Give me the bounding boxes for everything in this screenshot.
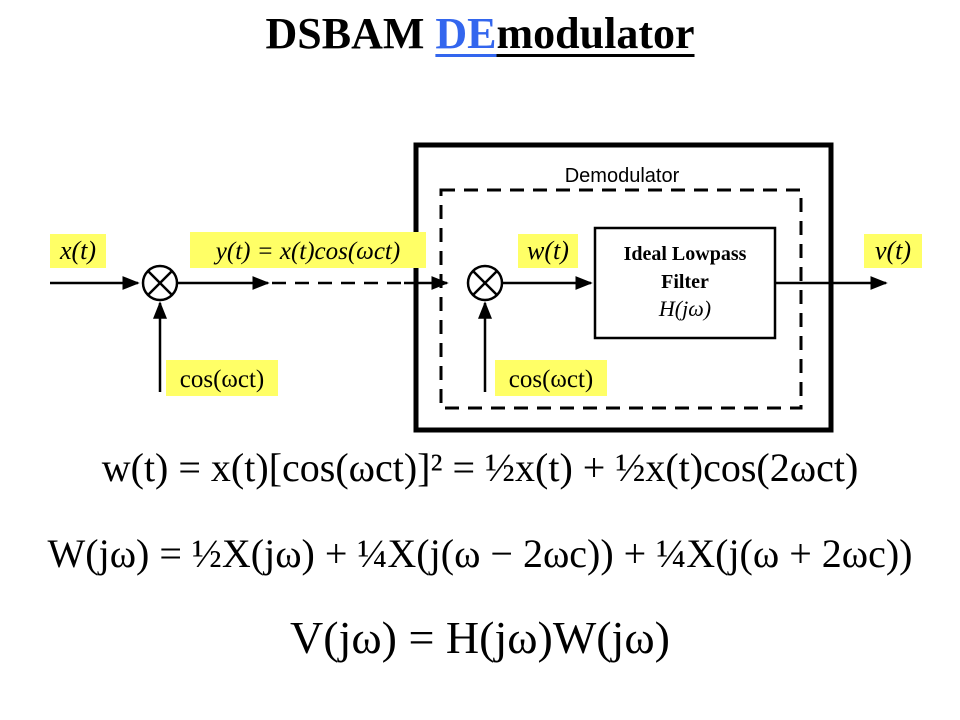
- svg-text:x(t): x(t): [59, 236, 96, 265]
- title-text: DSBAM: [265, 9, 436, 58]
- multiplier-icon: [466, 264, 504, 302]
- demodulator-label: Demodulator: [565, 165, 680, 187]
- label-output-signal: v(t): [864, 234, 922, 268]
- label-input-signal: x(t): [50, 234, 106, 268]
- filter-label-line2: Filter: [661, 271, 709, 293]
- multiplier-icon: [141, 264, 179, 302]
- filter-label-line1: Ideal Lowpass: [624, 243, 747, 265]
- equation-w: w(t) = x(t)[cos(ωct)]² = ½x(t) + ½x(t)co…: [101, 445, 859, 490]
- lowpass-filter-block: [593, 226, 777, 340]
- slide-title: DSBAM DEmodulator: [0, 6, 960, 62]
- svg-text:cos(ωct): cos(ωct): [180, 366, 264, 393]
- filter-label-line3: H(jω): [658, 296, 711, 321]
- svg-text:cos(ωct): cos(ωct): [509, 366, 593, 393]
- equation-V: V(jω) = H(jω)W(jω): [290, 612, 670, 663]
- title-modulator: modulator: [496, 9, 695, 58]
- label-mixer2-output: w(t): [518, 234, 578, 268]
- title-de-highlight: DE: [435, 9, 497, 58]
- equation-W: W(jω) = ½X(jω) + ¼X(j(ω − 2ωc)) + ¼X(j(ω…: [47, 531, 913, 576]
- svg-text:w(t): w(t): [527, 236, 569, 265]
- demodulator-dashed-box: [439, 188, 803, 410]
- svg-text:v(t): v(t): [875, 236, 911, 265]
- label-carrier1: cos(ωct): [166, 360, 278, 396]
- svg-text:y(t) = x(t)cos(ωct): y(t) = x(t)cos(ωct): [213, 238, 400, 265]
- label-transmitted-signal: y(t) = x(t)cos(ωct): [190, 232, 426, 268]
- receiver-outer-box: [413, 142, 834, 433]
- label-carrier2: cos(ωct): [495, 360, 607, 396]
